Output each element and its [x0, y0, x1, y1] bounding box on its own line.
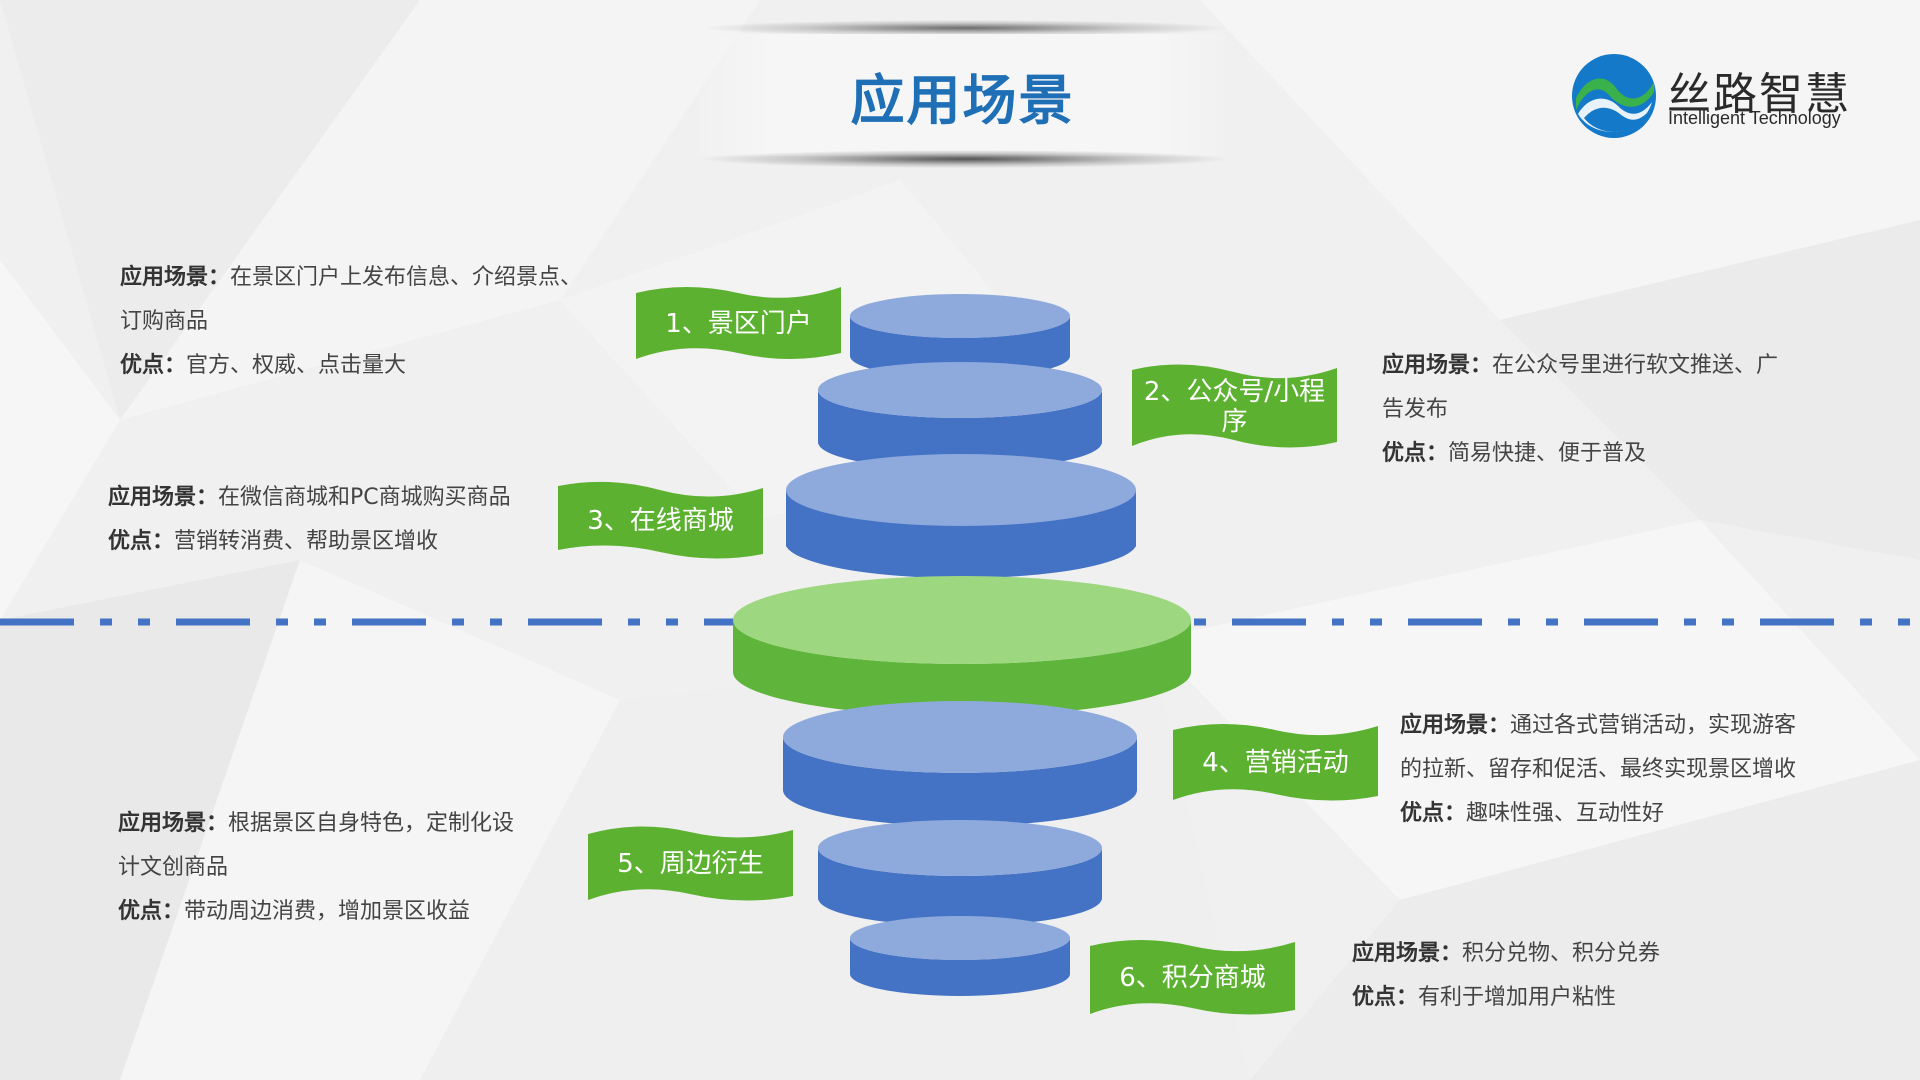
ribbon-3-label: 3、在线商城: [587, 506, 734, 536]
cylinder-tier-3: [786, 454, 1136, 579]
logo: 丝路智慧 Intelligent Technology: [1570, 52, 1860, 144]
ribbon-1-label: 1、景区门户: [665, 309, 812, 339]
desc-block-5: 应用场景：根据景区自身特色，定制化设 计文创商品 优点：带动周边消费，增加景区收…: [118, 802, 514, 934]
scenario-key: 应用场景：: [1382, 353, 1493, 378]
cylinder-tier-5: [818, 820, 1102, 926]
scenario-key: 应用场景：: [118, 811, 229, 836]
logo-name: 丝路智慧: [1667, 69, 1851, 120]
advantage-key: 优点：: [118, 899, 185, 924]
silk-road-logo-icon: [1572, 54, 1656, 138]
desc-2-scenario-line-1: 在公众号里进行软文推送、广: [1492, 353, 1779, 378]
cylinder-tier-4: [783, 701, 1137, 826]
dash-dot-divider: [0, 618, 1920, 626]
desc-6-advantage: 有利于增加用户粘性: [1418, 985, 1617, 1010]
advantage-key: 优点：: [120, 353, 187, 378]
title-band: [690, 34, 1235, 156]
desc-block-6: 应用场景：积分兑物、积分兑券 优点：有利于增加用户粘性: [1352, 932, 1660, 1020]
scenario-key: 应用场景：: [1352, 941, 1463, 966]
desc-1-scenario-line-2: 订购商品: [120, 309, 209, 334]
desc-6-scenario-line-1: 积分兑物、积分兑券: [1462, 941, 1661, 966]
title-shadow-bottom: [705, 150, 1225, 168]
ribbon-4-label: 4、营销活动: [1202, 748, 1349, 778]
desc-5-advantage: 带动周边消费，增加景区收益: [184, 899, 471, 924]
desc-1-scenario-line-1: 在景区门户上发布信息、介绍景点、: [230, 265, 583, 290]
ribbon-2: 2、公众号/小程序: [1132, 360, 1337, 454]
desc-3-advantage: 营销转消费、帮助景区增收: [174, 529, 439, 554]
advantage-key: 优点：: [108, 529, 175, 554]
ribbon-2-label: 2、公众号/小程序: [1132, 360, 1337, 454]
cylinder-tier-6: [850, 916, 1070, 996]
desc-2-scenario-line-2: 告发布: [1382, 397, 1449, 422]
logo-subtitle: Intelligent Technology: [1668, 108, 1841, 128]
cylinder-center: [733, 576, 1191, 716]
advantage-key: 优点：: [1382, 441, 1449, 466]
desc-3-scenario-line-1: 在微信商城和PC商城购买商品: [218, 485, 511, 510]
ribbon-2-label-line-2: 序: [1221, 407, 1248, 437]
desc-block-4: 应用场景：通过各式营销活动，实现游客 的拉新、留存和促活、最终实现景区增收 优点…: [1400, 704, 1796, 836]
advantage-key: 优点：: [1352, 985, 1419, 1010]
ribbon-5: 5、周边衍生: [588, 822, 793, 906]
ribbon-4: 4、营销活动: [1173, 720, 1378, 806]
ribbon-2-label-line-1: 2、公众号/小程: [1143, 377, 1326, 407]
desc-5-scenario-line-2: 计文创商品: [118, 855, 229, 880]
ribbon-3: 3、在线商城: [558, 478, 763, 564]
page-title: 应用场景: [850, 69, 1075, 132]
desc-4-scenario-line-2: 的拉新、留存和促活、最终实现景区增收: [1400, 757, 1797, 782]
cylinder-tier-2: [818, 362, 1102, 470]
desc-5-scenario-line-1: 根据景区自身特色，定制化设: [228, 811, 515, 836]
ribbon-5-label: 5、周边衍生: [617, 849, 764, 879]
desc-4-advantage: 趣味性强、互动性好: [1466, 801, 1665, 826]
ribbon-6-label: 6、积分商城: [1119, 963, 1266, 993]
scenario-key: 应用场景：: [1400, 713, 1511, 738]
scenario-key: 应用场景：: [108, 485, 219, 510]
desc-1-advantage: 官方、权威、点击量大: [186, 353, 407, 378]
scenario-key: 应用场景：: [120, 265, 231, 290]
ribbon-1: 1、景区门户: [636, 283, 841, 365]
desc-4-scenario-line-1: 通过各式营销活动，实现游客: [1510, 713, 1797, 738]
advantage-key: 优点：: [1400, 801, 1467, 826]
cylinder-tier-1: [850, 294, 1070, 378]
desc-block-2: 应用场景：在公众号里进行软文推送、广 告发布 优点：简易快捷、便于普及: [1382, 344, 1778, 476]
ribbon-6: 6、积分商城: [1090, 936, 1295, 1020]
desc-2-advantage: 简易快捷、便于普及: [1448, 441, 1647, 466]
desc-block-3: 应用场景：在微信商城和PC商城购买商品 优点：营销转消费、帮助景区增收: [108, 476, 511, 564]
desc-block-1: 应用场景：在景区门户上发布信息、介绍景点、 订购商品 优点：官方、权威、点击量大: [120, 256, 582, 388]
title-shadow-top: [705, 20, 1225, 36]
